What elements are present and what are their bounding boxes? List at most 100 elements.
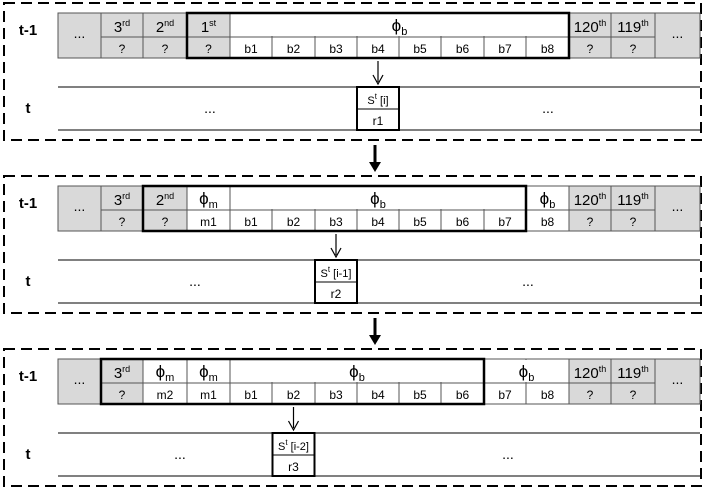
window-cell (610, 358, 656, 405)
right-ellipsis-cell (654, 12, 701, 59)
cell-value: b7 (498, 42, 512, 56)
cell-value: ? (119, 388, 126, 402)
cell-value: ? (630, 388, 637, 402)
t-row-ellipsis-left: ... (204, 100, 216, 116)
cell-value: b5 (413, 42, 427, 56)
window-cell (568, 358, 612, 405)
cell-header: ϕb (540, 189, 556, 211)
cell-header-superscript: rd (122, 18, 130, 28)
left-ellipsis-cell (57, 185, 102, 232)
merged-header-cell (485, 360, 568, 382)
cell-header-subscript: b (549, 199, 555, 211)
cell-header: 2nd (156, 18, 174, 36)
cell-header: 120th (574, 191, 607, 209)
down-arrow-head (372, 74, 384, 86)
state-label: St [i-2] (278, 438, 309, 453)
cell-header-superscript: th (599, 191, 607, 201)
right-ellipsis-cell (654, 358, 701, 405)
cell-value: b8 (541, 42, 555, 56)
cell-header-main: 120 (574, 192, 599, 209)
active-window-outline (99, 357, 486, 406)
cell-value: b3 (329, 215, 343, 229)
window-cell (610, 185, 656, 232)
cell-value: ? (205, 42, 212, 56)
merged-header-cell (231, 360, 483, 382)
panel-transition-arrow-head (369, 162, 381, 172)
cell-header-symbol: ϕ (156, 362, 166, 381)
merged-header-label: ϕb (349, 362, 365, 384)
cell-value: b8 (541, 388, 555, 402)
window-cell (568, 12, 612, 59)
left-ellipsis: ... (74, 371, 86, 387)
state-label-main: S (321, 268, 328, 280)
cell-header-subscript: m (165, 372, 174, 384)
t-row-ellipsis-right: ... (522, 273, 534, 289)
cell-header-superscript: th (599, 364, 607, 374)
cell-header: 2nd (156, 191, 174, 209)
cell-header-main: 120 (574, 365, 599, 382)
t-row-ellipsis-left: ... (174, 446, 186, 462)
cell-value: b1 (244, 42, 258, 56)
cell-header-superscript: th (641, 364, 649, 374)
merged-header-label-symbol: ϕ (349, 362, 359, 381)
merged-header-label-subscript: b (380, 199, 386, 211)
cell-header-superscript: rd (122, 191, 130, 201)
cell-header-main: 1 (201, 19, 209, 36)
active-window-outline (185, 11, 571, 60)
merged-header-cell (231, 14, 568, 36)
cell-header: 3rd (114, 191, 130, 209)
cell-value: ? (162, 42, 169, 56)
cell-value: ? (630, 215, 637, 229)
left-ellipsis-cell (57, 12, 102, 59)
state-label-superscript: t (285, 438, 288, 447)
panel-frame (3, 2, 702, 141)
cell-header: 120th (574, 18, 607, 36)
cell-value: b2 (287, 215, 301, 229)
cell-header-symbol: ϕ (540, 189, 550, 208)
merged-header-label-symbol: ϕ (519, 362, 529, 381)
right-ellipsis: ... (672, 371, 684, 387)
cell-header-subscript: m (209, 199, 218, 211)
cell-header: 119th (617, 191, 648, 209)
right-ellipsis: ... (672, 198, 684, 214)
label-t: t (26, 446, 31, 463)
cell-header-main: 2 (156, 192, 164, 209)
t-row-ellipsis-right: ... (502, 446, 514, 462)
result-label: r3 (288, 460, 299, 474)
cell-value: b4 (371, 215, 385, 229)
cell-header: ϕm (156, 362, 175, 384)
window-cell (142, 185, 188, 232)
cell-value: b1 (244, 388, 258, 402)
window-cell (142, 358, 188, 405)
cell-header-superscript: th (599, 18, 607, 28)
label-t: t (26, 100, 31, 117)
window-cell (100, 185, 144, 232)
merged-header-label-subscript: b (401, 26, 407, 38)
label-t-minus-1: t-1 (19, 22, 37, 39)
panel-frame (3, 348, 702, 487)
cell-header: ϕm (199, 362, 218, 384)
merged-header-label-subscript: b (359, 372, 365, 384)
state-label-index: [i-2] (288, 441, 309, 453)
cell-header-main: 3 (114, 19, 122, 36)
right-ellipsis: ... (672, 25, 684, 41)
cell-header-main: 120 (574, 19, 599, 36)
state-label-index: [i] (377, 95, 389, 107)
window-cell (186, 358, 231, 405)
cell-value: b6 (456, 42, 470, 56)
cell-header-symbol: ϕ (199, 189, 209, 208)
cell-value: m1 (200, 388, 217, 402)
cell-header: 120th (574, 364, 607, 382)
cell-header-main: 119 (617, 365, 641, 382)
cell-value: ? (119, 42, 126, 56)
cell-header-main: 2 (156, 19, 164, 36)
cell-value: ? (162, 215, 169, 229)
cell-header: 3rd (114, 364, 130, 382)
cell-value: b3 (329, 388, 343, 402)
result-label: r2 (331, 287, 342, 301)
merged-header-label-subscript: b (528, 372, 534, 384)
cell-header-main: 119 (617, 19, 641, 36)
cell-header-symbol: ϕ (199, 362, 209, 381)
